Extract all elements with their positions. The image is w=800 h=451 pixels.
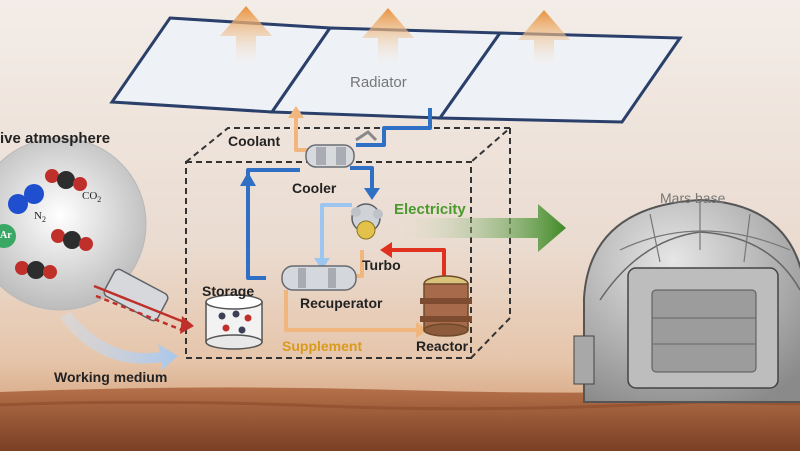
electricity-label: Electricity — [394, 201, 466, 218]
turbo-inlet-arrow — [364, 188, 380, 200]
electricity-arrow — [392, 204, 566, 252]
atmosphere-sphere — [0, 137, 147, 311]
mars-base-illustration — [573, 198, 800, 403]
coolant-orange-pipe — [294, 115, 312, 152]
working-medium-arrow — [60, 312, 178, 370]
radiator-panel-3 — [437, 31, 683, 124]
radiator-panels — [109, 16, 683, 124]
storage-label: Storage — [202, 283, 255, 299]
recuperator-light-blue-pipe — [320, 203, 352, 262]
co2-molecule — [45, 169, 87, 191]
supplement-line — [284, 290, 420, 332]
mars-base-label: Mars base — [660, 190, 726, 206]
radiator-label: Radiator — [350, 74, 407, 91]
recuperator-label: Recuperator — [300, 295, 383, 311]
co2-molecule-2 — [51, 229, 93, 251]
coolant-label: Coolant — [228, 133, 281, 149]
co2-formula: CO2 — [82, 190, 102, 205]
turbo-label: Turbo — [362, 257, 401, 273]
reactor-red-pipe — [388, 248, 446, 278]
red-arrow-head — [380, 242, 392, 258]
n2-formula: N2 — [34, 210, 46, 225]
supplement-label: Supplement — [282, 338, 363, 354]
compressor-component — [93, 268, 194, 334]
reactor-label: Reactor — [416, 338, 469, 354]
radiator-blue-pipe — [356, 108, 432, 147]
cooler-component — [305, 130, 378, 168]
turbo-component — [351, 203, 383, 240]
supplement-arrow-head — [416, 322, 428, 338]
heat-arrow-1 — [220, 6, 272, 62]
mars-ground-texture — [0, 400, 800, 411]
storage-return-arrow — [240, 172, 256, 186]
cooler-label: Cooler — [292, 180, 337, 196]
working-medium-label: Working medium — [54, 369, 168, 385]
heat-arrows — [220, 6, 570, 64]
cooler-to-turbo-pipe — [350, 166, 374, 190]
recuperator-component — [281, 265, 357, 291]
n2-molecule — [8, 184, 44, 214]
light-blue-arrow — [314, 258, 330, 270]
argon-atom — [0, 224, 16, 248]
cooler-to-storage-pipe — [246, 168, 300, 280]
heat-arrow-3 — [518, 10, 570, 64]
co2-molecule-3 — [15, 261, 57, 279]
reactor-component — [420, 275, 472, 337]
argon-symbol: Ar — [0, 230, 12, 241]
heat-arrow-2 — [362, 8, 414, 62]
atmosphere-label: ive atmosphere — [0, 130, 111, 147]
storage-component — [205, 294, 263, 350]
coolant-arrow-head — [288, 106, 304, 118]
